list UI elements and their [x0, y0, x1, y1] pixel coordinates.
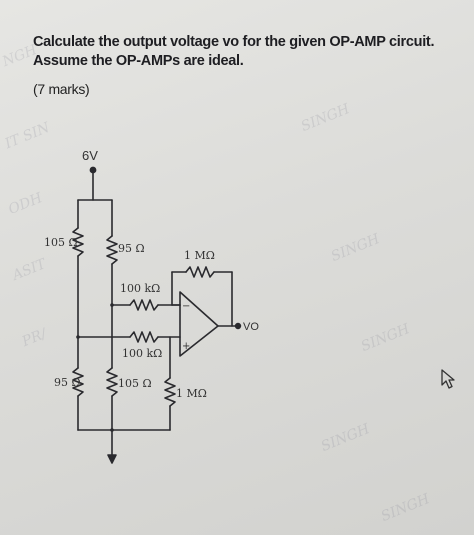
- output-terminal: [234, 322, 242, 330]
- mouse-pointer-icon: [438, 368, 458, 394]
- resistor-mid-top: [106, 235, 118, 265]
- supply-label: 6V: [82, 148, 98, 163]
- label-r-input-bottom: 100 kΩ: [122, 347, 162, 360]
- label-r-left-top: 105 Ω: [44, 236, 78, 249]
- minus-sign: −: [182, 301, 190, 312]
- label-r-mid-top: 95 Ω: [118, 242, 145, 255]
- resistor-mid-bottom: [106, 367, 118, 397]
- resistor-input-top: [129, 299, 159, 311]
- label-r-ground: 1 MΩ: [176, 387, 207, 400]
- opamp-triangle: [179, 291, 219, 357]
- junction-dot: [110, 428, 114, 432]
- resistor-ground: [164, 377, 176, 407]
- resistor-left-bottom: [72, 367, 84, 397]
- resistor-left-top: [72, 227, 84, 257]
- resistor-input-bottom: [129, 331, 159, 343]
- junction-dot: [110, 303, 114, 307]
- label-r-mid-bottom: 105 Ω: [118, 377, 152, 390]
- label-r-feedback: 1 MΩ: [184, 249, 215, 262]
- label-r-input-top: 100 kΩ: [120, 282, 160, 295]
- plus-sign: +: [182, 341, 190, 352]
- output-label: VO: [243, 321, 259, 333]
- resistor-feedback: [185, 266, 215, 278]
- marks-label: (7 marks): [33, 81, 90, 97]
- label-r-left-bottom: 95 Ω: [54, 376, 81, 389]
- question-text: Calculate the output voltage vo for the …: [33, 34, 435, 69]
- ground-arrow: [107, 454, 117, 464]
- junction-dot: [76, 335, 80, 339]
